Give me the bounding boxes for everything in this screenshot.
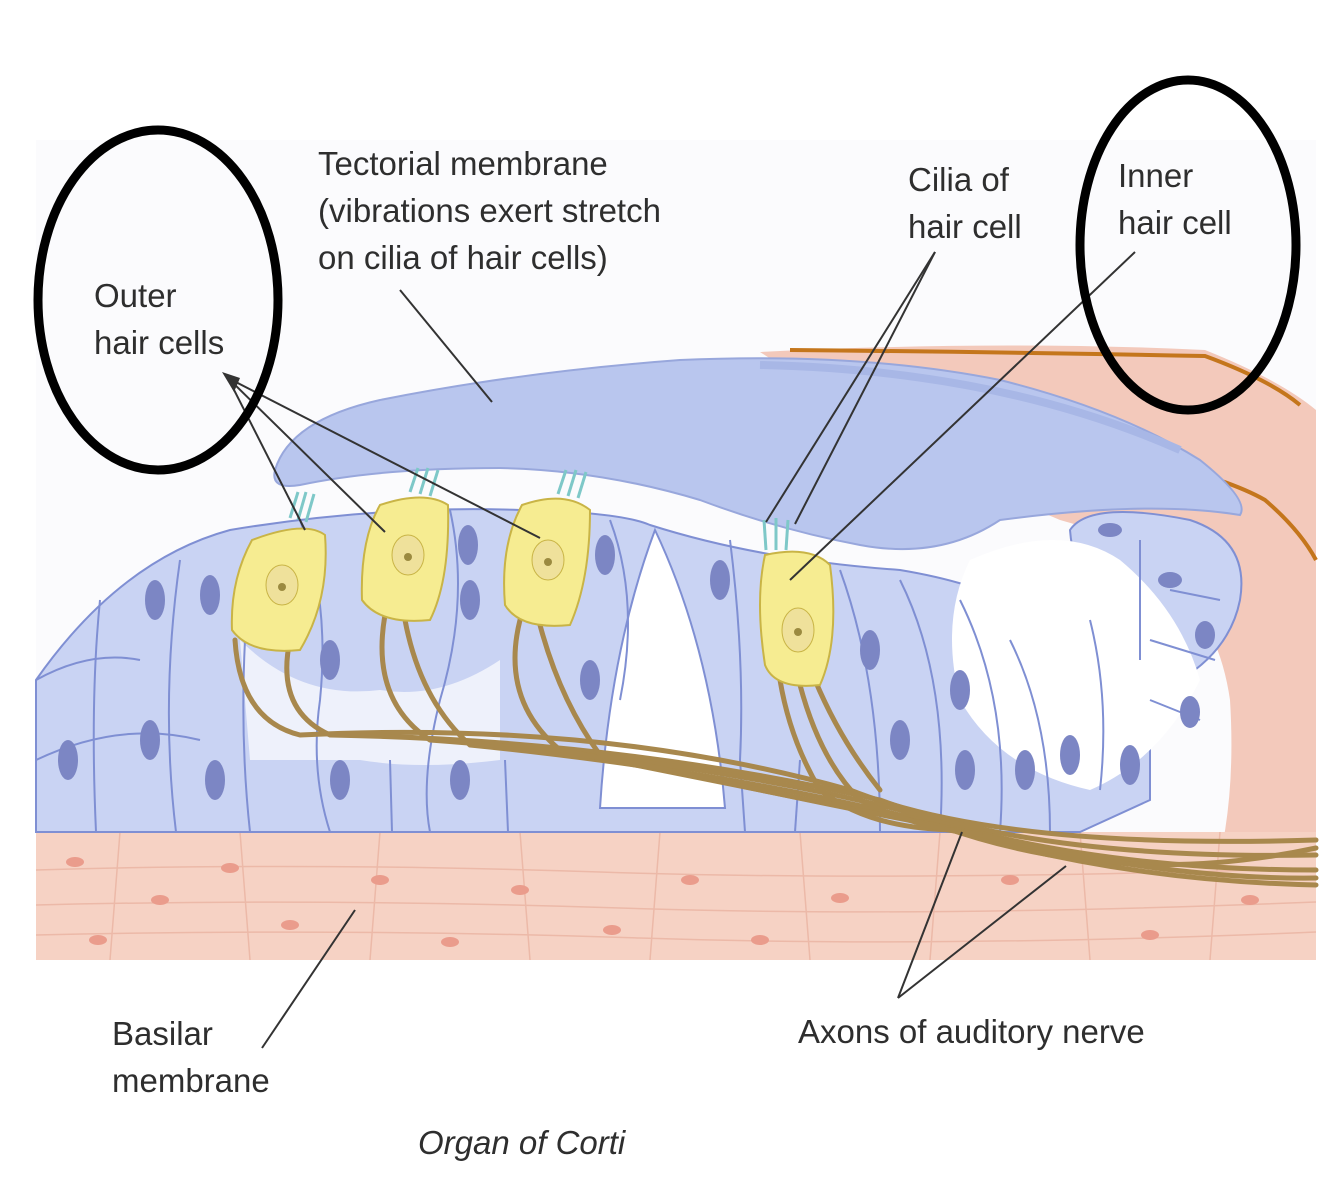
label-line: Tectorial membrane (318, 145, 608, 182)
leader-axons-1 (897, 831, 963, 999)
outer-hair-cell (360, 467, 450, 622)
label-line: Outer (94, 277, 177, 314)
leader-inner-hair-cell (789, 251, 1136, 581)
highlight-ellipse-inner-hair-cell (1075, 75, 1301, 415)
basilar-membrane-texture (35, 831, 1317, 961)
tectorial-membrane-inner-band (759, 361, 1182, 454)
leader-lines (227, 251, 1136, 1049)
label-line: Inner (1118, 157, 1194, 194)
label-line: Axons of auditory nerve (798, 1013, 1145, 1050)
leader-axons-2 (897, 865, 1067, 999)
basilar-membrane (36, 832, 1316, 960)
tunnel-of-corti (598, 527, 727, 809)
label-cilia-of-hair-cell: Cilia of hair cell (908, 156, 1022, 250)
label-line: on cilia of hair cells) (318, 239, 608, 276)
inner-sulcus (952, 540, 1200, 790)
cell-nuclei (58, 523, 1215, 800)
highlight-ellipse-outer-hair-cells (33, 125, 283, 475)
basilar-spots (66, 857, 1259, 947)
label-outer-hair-cells: Outer hair cells (94, 272, 224, 366)
inner-hair-cell (759, 518, 835, 687)
outer-hair-cell (230, 491, 327, 652)
figure-caption: Organ of Corti (418, 1124, 626, 1161)
leader-outer-hair-cells-3 (227, 377, 541, 539)
leader-cilia-2 (794, 251, 936, 525)
leader-tectorial (399, 289, 493, 403)
tectorial-membrane (273, 357, 1243, 551)
label-line: membrane (112, 1062, 270, 1099)
leader-outer-hair-cells-1 (227, 377, 306, 531)
label-line: Basilar (112, 1015, 213, 1052)
label-line: hair cell (908, 208, 1022, 245)
label-line: Cilia of (908, 161, 1009, 198)
label-line: hair cell (1118, 204, 1232, 241)
leader-cilia-1 (765, 251, 936, 523)
label-inner-hair-cell: Inner hair cell (1118, 152, 1232, 246)
leader-arrowheads (222, 372, 240, 392)
leader-basilar (261, 909, 356, 1049)
nerve-fibers (232, 612, 1319, 888)
label-line: (vibrations exert stretch (318, 192, 661, 229)
cell-boundaries (35, 509, 1221, 833)
label-basilar-membrane: Basilar membrane (112, 1010, 270, 1104)
label-tectorial-membrane: Tectorial membrane (vibrations exert str… (318, 140, 661, 281)
label-axons-of-auditory-nerve: Axons of auditory nerve (798, 1008, 1145, 1055)
label-line: hair cells (94, 324, 225, 361)
tissue-border-line (789, 348, 1302, 407)
